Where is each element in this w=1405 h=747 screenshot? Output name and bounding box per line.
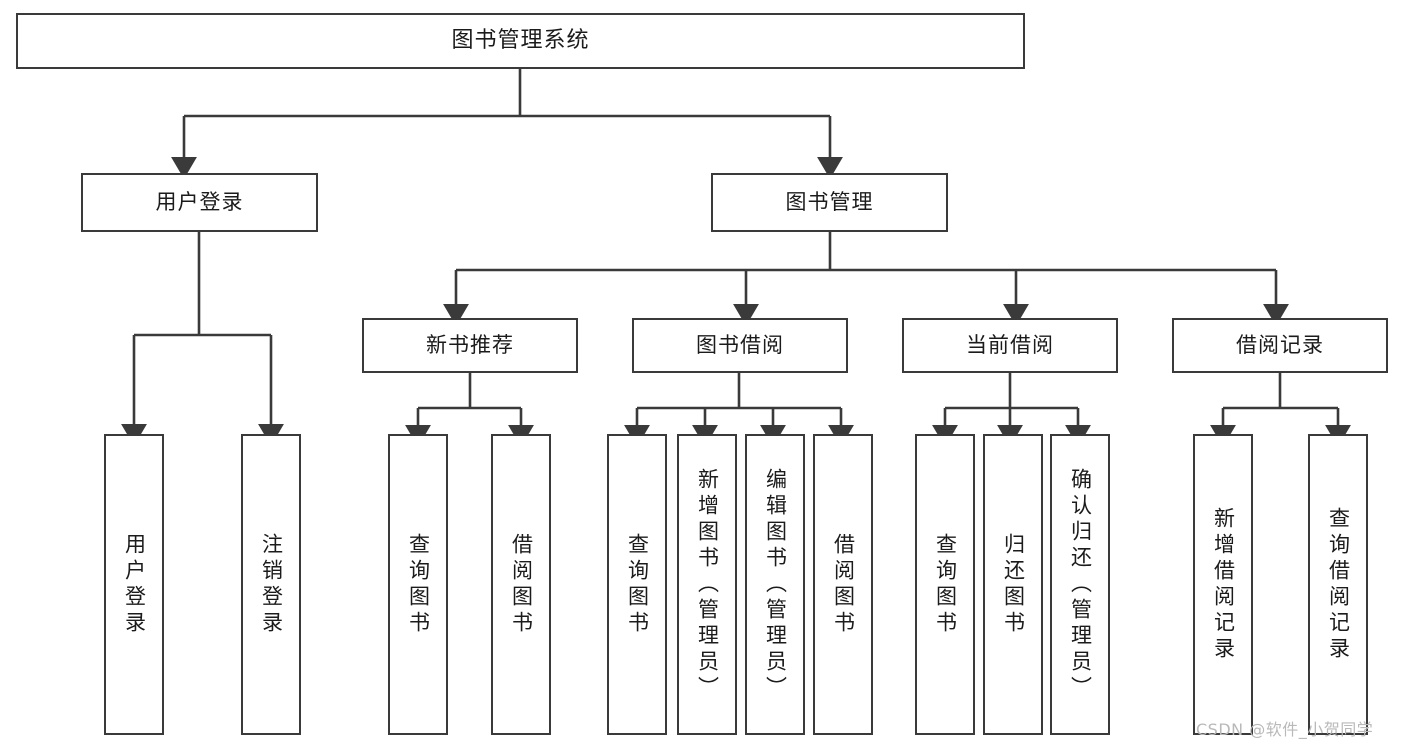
node-borrow-record[interactable]: 借阅记录 xyxy=(1172,318,1388,373)
node-new-book-recommend[interactable]: 新书推荐 xyxy=(362,318,578,373)
node-label: 新增借阅记录 xyxy=(1211,506,1236,663)
node-label: 当前借阅 xyxy=(966,332,1054,357)
node-label: 查询借阅记录 xyxy=(1326,506,1351,663)
node-label: 借阅图书 xyxy=(831,532,856,637)
leaf-record-add-borrow-record[interactable]: 新增借阅记录 xyxy=(1193,434,1253,735)
node-label: 编辑图书（管理员） xyxy=(763,467,788,702)
node-root-book-management-system[interactable]: 图书管理系统 xyxy=(16,13,1025,69)
leaf-logout[interactable]: 注销登录 xyxy=(241,434,301,735)
node-label: 借阅图书 xyxy=(509,532,534,637)
leaf-borrow-add-book-admin[interactable]: 新增图书（管理员） xyxy=(677,434,737,735)
node-label: 确认归还（管理员） xyxy=(1068,467,1093,702)
leaf-recommend-query-book[interactable]: 查询图书 xyxy=(388,434,448,735)
node-book-borrow[interactable]: 图书借阅 xyxy=(632,318,848,373)
node-label: 查询图书 xyxy=(933,532,958,637)
node-label: 图书管理 xyxy=(785,189,874,214)
leaf-record-query-borrow-record[interactable]: 查询借阅记录 xyxy=(1308,434,1368,735)
watermark-csdn: CSDN @软件_小贺同学 xyxy=(1196,720,1374,739)
node-label: 查询图书 xyxy=(625,532,650,637)
leaf-borrow-borrow-book[interactable]: 借阅图书 xyxy=(813,434,873,735)
leaf-current-confirm-return-admin[interactable]: 确认归还（管理员） xyxy=(1050,434,1110,735)
node-label: 新书推荐 xyxy=(426,332,514,357)
leaf-current-query-book[interactable]: 查询图书 xyxy=(915,434,975,735)
node-label: 图书借阅 xyxy=(696,332,784,357)
node-label: 归还图书 xyxy=(1001,532,1026,637)
node-user-login[interactable]: 用户登录 xyxy=(81,173,318,232)
node-label: 用户登录 xyxy=(122,532,147,637)
node-current-borrow[interactable]: 当前借阅 xyxy=(902,318,1118,373)
node-label: 查询图书 xyxy=(406,532,431,637)
leaf-recommend-borrow-book[interactable]: 借阅图书 xyxy=(491,434,551,735)
leaf-borrow-edit-book-admin[interactable]: 编辑图书（管理员） xyxy=(745,434,805,735)
node-label: 新增图书（管理员） xyxy=(695,467,720,702)
node-label: 用户登录 xyxy=(155,189,244,214)
leaf-user-login[interactable]: 用户登录 xyxy=(104,434,164,735)
leaf-borrow-query-book[interactable]: 查询图书 xyxy=(607,434,667,735)
node-label: 注销登录 xyxy=(259,532,284,637)
node-book-management[interactable]: 图书管理 xyxy=(711,173,948,232)
node-label: 借阅记录 xyxy=(1236,332,1324,357)
node-label: 图书管理系统 xyxy=(451,27,590,53)
leaf-current-return-book[interactable]: 归还图书 xyxy=(983,434,1043,735)
